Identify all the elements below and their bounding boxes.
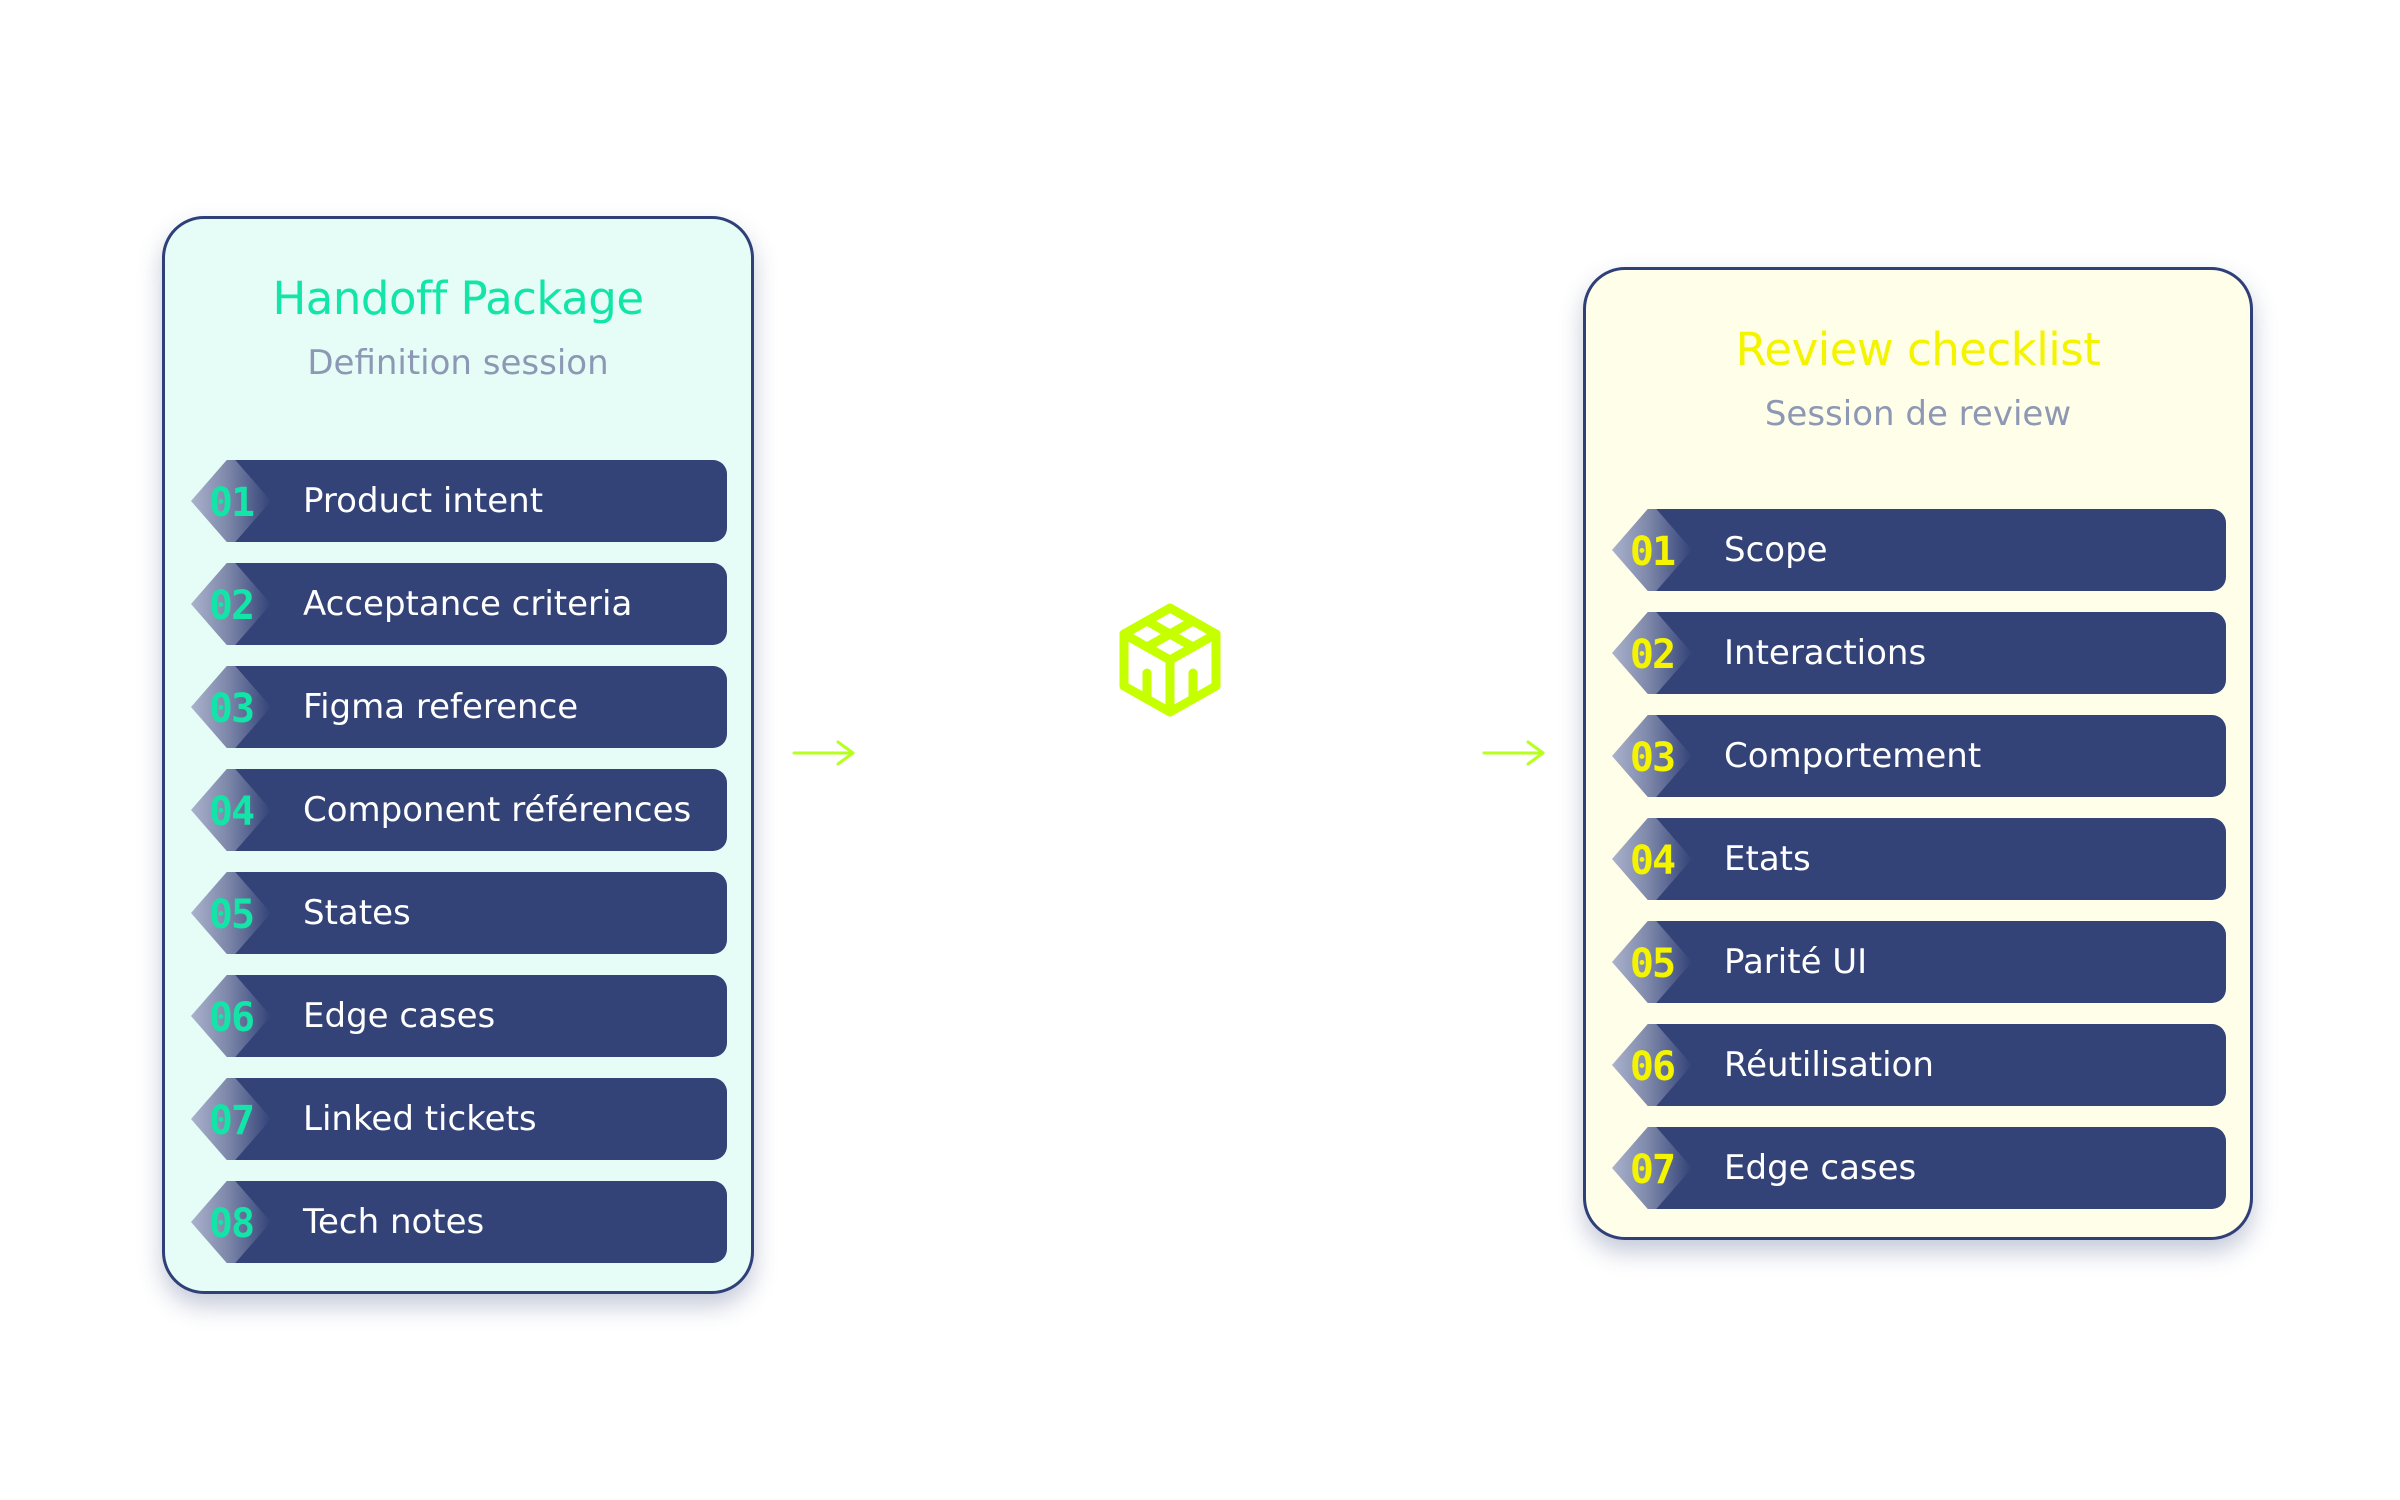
item-bar xyxy=(1656,715,2226,797)
item-number: 05 xyxy=(1629,941,1676,987)
review-checklist-card: Review checklist Session de review 01 Sc… xyxy=(1583,267,2253,1240)
item-bar xyxy=(235,769,727,851)
list-item: 03 Figma reference xyxy=(175,666,727,748)
list-item: 06 Réutilisation xyxy=(1596,1024,2226,1106)
item-label: Linked tickets xyxy=(303,1099,537,1139)
item-number: 02 xyxy=(1629,632,1676,678)
item-bar xyxy=(235,563,727,645)
item-bar xyxy=(235,1181,727,1263)
item-label: Interactions xyxy=(1724,633,1927,673)
item-bar xyxy=(1656,509,2226,591)
item-bar xyxy=(235,666,727,748)
item-bar xyxy=(235,975,727,1057)
item-number: 06 xyxy=(1629,1044,1676,1090)
item-label: Edge cases xyxy=(1724,1148,1917,1188)
list-item: 05 States xyxy=(175,872,727,954)
item-label: Comportement xyxy=(1724,736,1982,776)
list-item: 07 Edge cases xyxy=(1596,1127,2226,1209)
item-label: Product intent xyxy=(303,481,544,521)
item-bar xyxy=(1656,1127,2226,1209)
item-label: Réutilisation xyxy=(1724,1045,1934,1085)
item-label: Tech notes xyxy=(303,1202,485,1242)
list-item: 06 Edge cases xyxy=(175,975,727,1057)
item-bar xyxy=(1656,921,2226,1003)
item-bar xyxy=(1656,1024,2226,1106)
list-item: 07 Linked tickets xyxy=(175,1078,727,1160)
item-label: Parité UI xyxy=(1724,942,1868,982)
item-number: 06 xyxy=(208,995,255,1041)
item-number: 05 xyxy=(208,892,255,938)
item-bar xyxy=(235,872,727,954)
arrow-right-icon xyxy=(792,740,855,766)
list-item: 02 Interactions xyxy=(1596,612,2226,694)
handoff-package-card: Handoff Package Definition session 01 Pr… xyxy=(162,216,754,1294)
item-number: 04 xyxy=(1629,838,1676,884)
item-number: 01 xyxy=(1629,529,1676,575)
item-label: Component références xyxy=(303,790,692,830)
list-item: 05 Parité UI xyxy=(1596,921,2226,1003)
list-item: 01 Product intent xyxy=(175,460,727,542)
arrow-right-icon xyxy=(1482,740,1545,766)
item-number: 01 xyxy=(208,480,255,526)
item-label: Figma reference xyxy=(303,687,579,727)
item-bar xyxy=(235,460,727,542)
item-number: 03 xyxy=(1629,735,1676,781)
handoff-package-subtitle: Definition session xyxy=(307,343,609,383)
list-item: 01 Scope xyxy=(1596,509,2226,591)
item-number: 07 xyxy=(208,1098,255,1144)
item-bar xyxy=(1656,818,2226,900)
item-label: Scope xyxy=(1724,530,1828,570)
cube-icon xyxy=(1119,603,1221,717)
item-label: Acceptance criteria xyxy=(303,584,633,624)
item-number: 04 xyxy=(208,789,255,835)
list-item: 04 Component références xyxy=(175,769,727,851)
handoff-package-title: Handoff Package xyxy=(272,272,644,325)
list-item: 03 Comportement xyxy=(1596,715,2226,797)
list-item: 02 Acceptance criteria xyxy=(175,563,727,645)
item-label: Edge cases xyxy=(303,996,496,1036)
item-bar xyxy=(235,1078,727,1160)
list-item: 04 Etats xyxy=(1596,818,2226,900)
item-number: 08 xyxy=(208,1201,255,1247)
review-checklist-title: Review checklist xyxy=(1735,323,2101,376)
item-label: States xyxy=(303,893,411,933)
item-label: Etats xyxy=(1724,839,1811,879)
item-bar xyxy=(1656,612,2226,694)
item-number: 03 xyxy=(208,686,255,732)
review-checklist-subtitle: Session de review xyxy=(1764,394,2072,434)
list-item: 08 Tech notes xyxy=(175,1181,727,1263)
item-number: 07 xyxy=(1629,1147,1676,1193)
item-number: 02 xyxy=(208,583,255,629)
